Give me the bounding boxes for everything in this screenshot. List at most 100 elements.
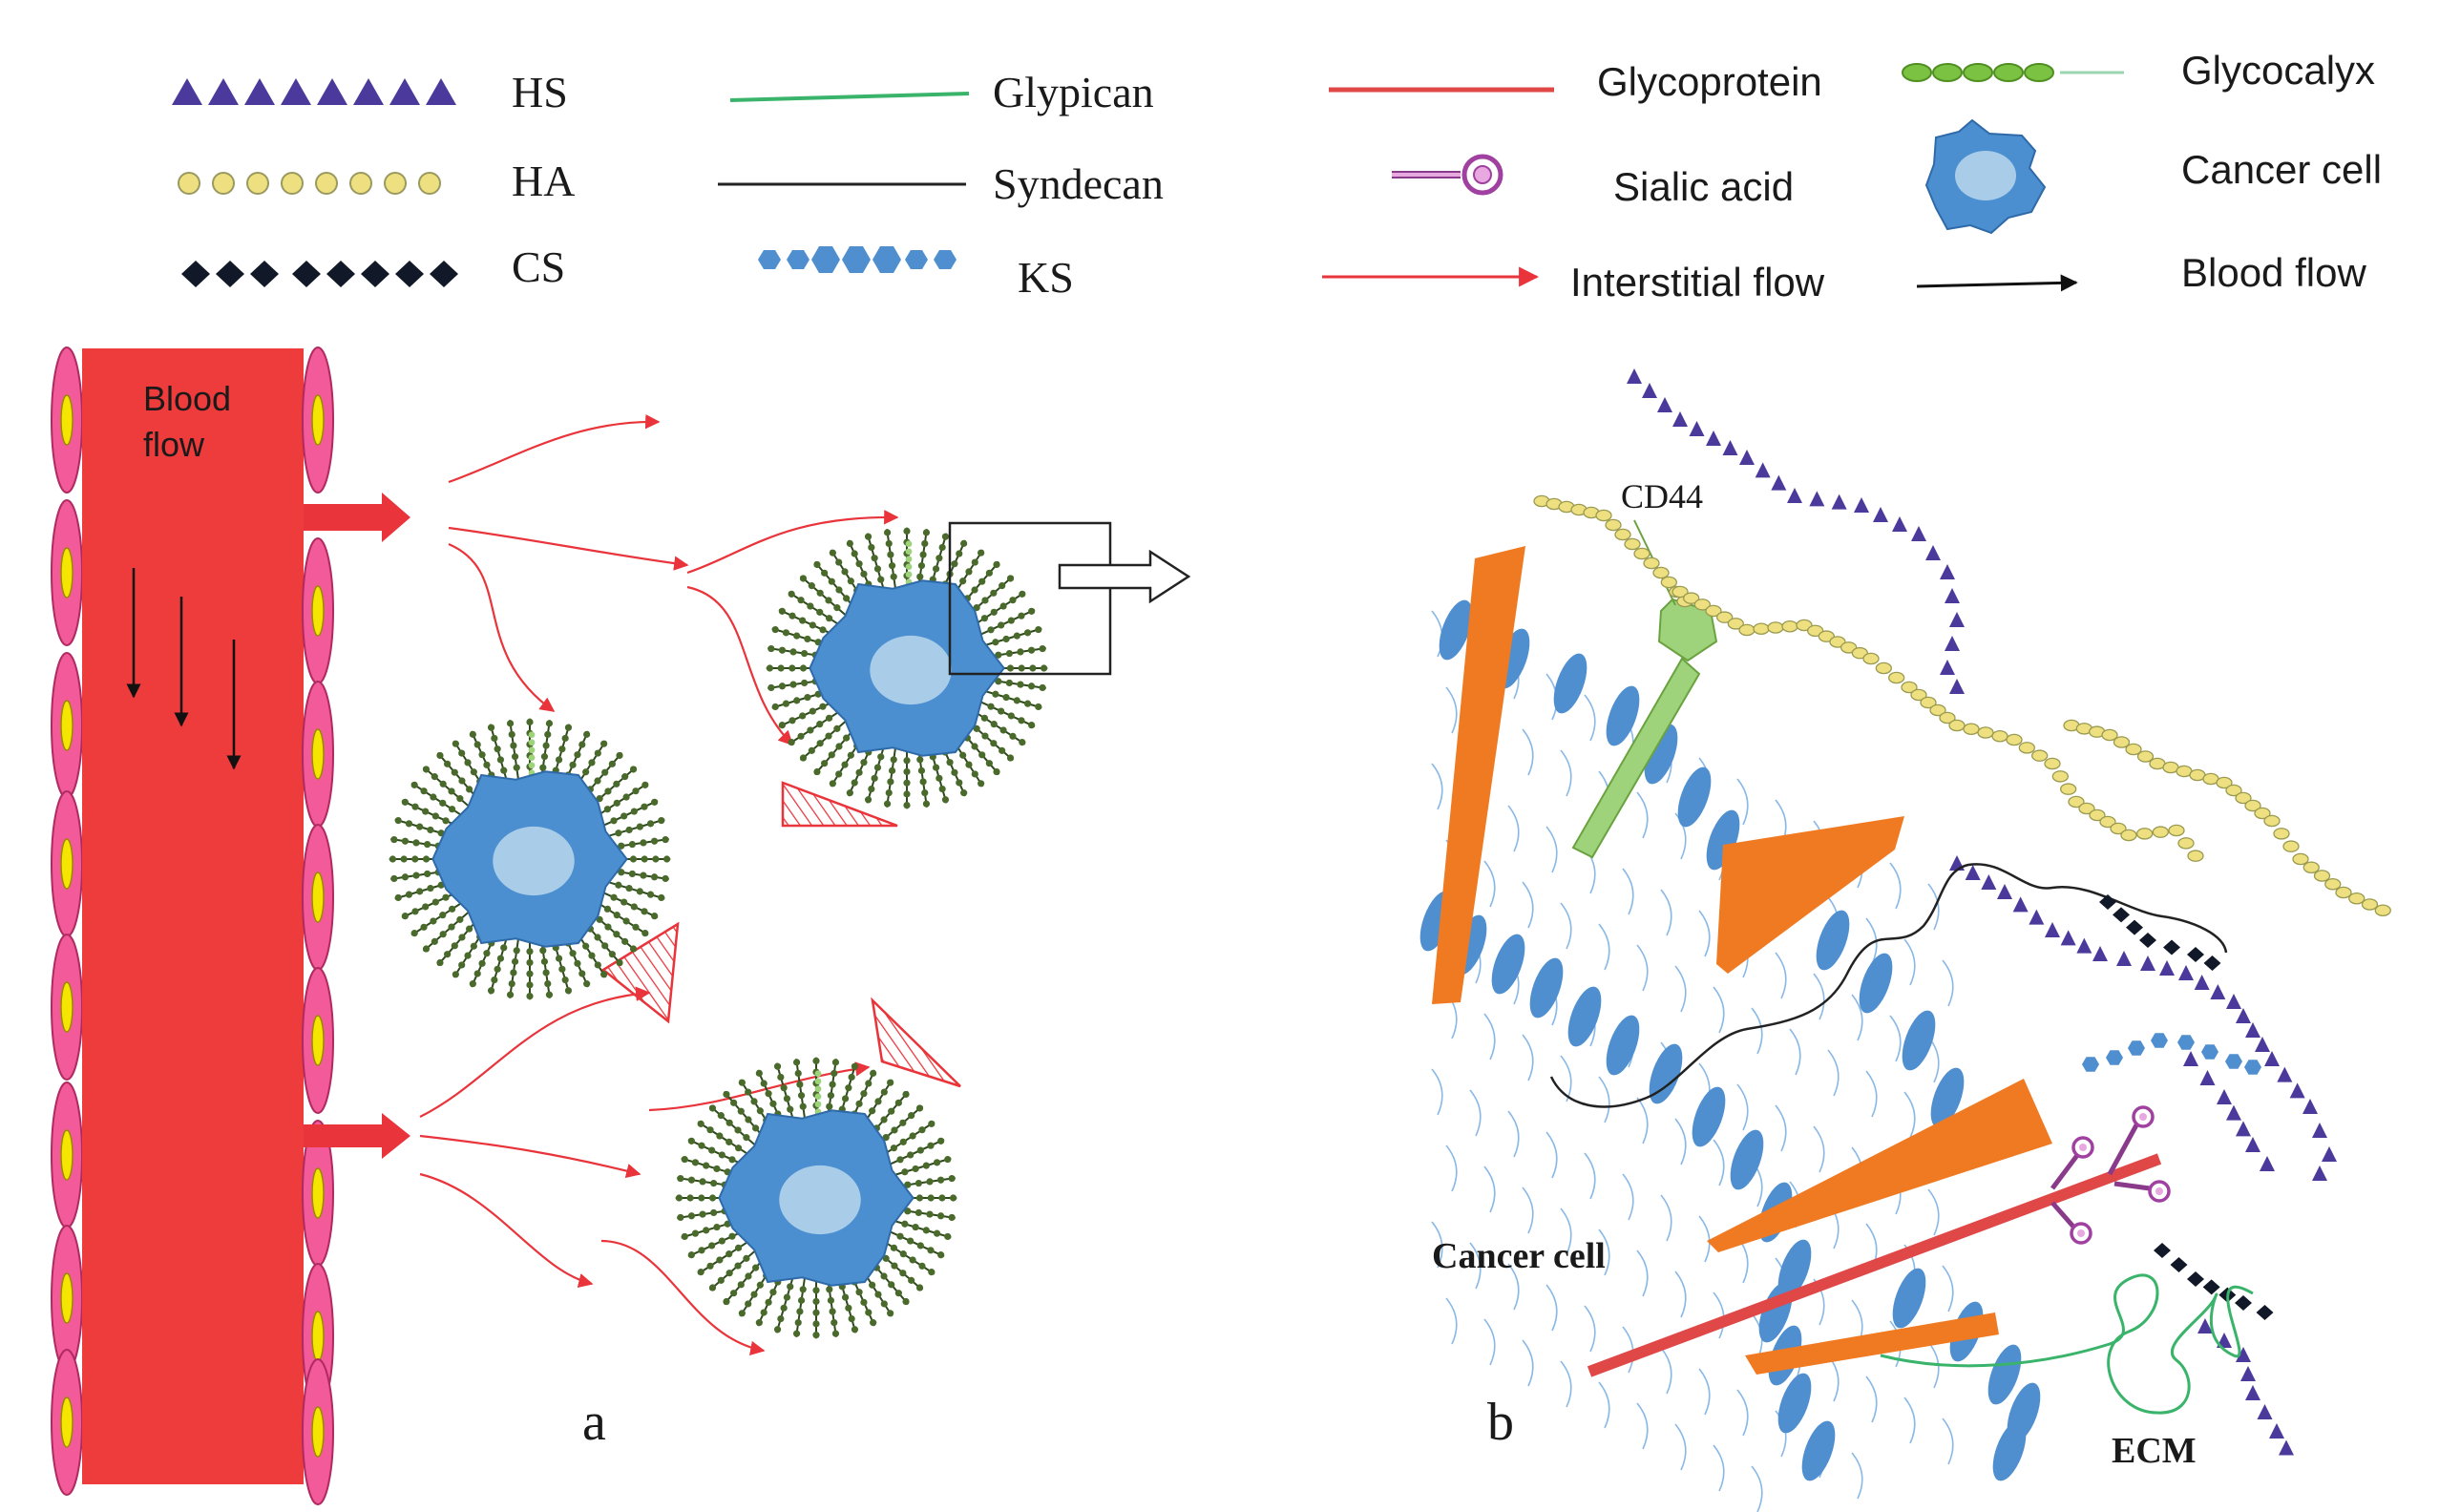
glycocalyx-bead [835,770,843,778]
glycocalyx-bead [956,550,963,557]
glycocalyx-bead [809,621,816,629]
glycocalyx-bead [412,872,420,879]
endothelial-cell-nucleus [311,872,325,923]
glycocalyx-bead [944,1155,952,1164]
glycocalyx-bead [816,589,824,597]
glycocalyx-bead [804,693,811,702]
glycocalyx-bead [901,1168,909,1176]
glycocalyx-bead [992,690,999,698]
glycocalyx-bead [478,959,486,967]
glycocalyx-bead [808,746,815,754]
glycocalyx-bead [697,1120,704,1127]
glycocalyx-bead [885,539,893,548]
glycocalyx-bead [860,1298,868,1306]
glycocalyx-bead [797,1296,806,1304]
glycocalyx-bead [831,1318,838,1327]
glycocalyx-bead [677,1174,684,1183]
glycocalyx-bead [494,746,501,753]
glycocalyx-bead [938,785,946,793]
glycocalyx-bead [439,780,447,788]
ha-bead [1738,623,1756,637]
cs-diamond [2154,1243,2171,1258]
ha-bead [2225,784,2242,797]
glycocalyx-bead [847,751,854,759]
glycocalyx-bead [444,760,452,767]
glycocalyx-bead [555,756,563,764]
glycocalyx-bead [616,958,623,967]
glycocalyx-bead [799,754,808,762]
glycocalyx-bead [819,626,827,634]
glycocalyx-bead [427,826,434,834]
endothelial-cell-nucleus [60,838,74,890]
glycocalyx-bead [582,768,590,776]
glycocalyx-bead [902,1090,910,1099]
glycocalyx-bead [491,976,498,984]
glycocalyx-bead [851,550,858,557]
glycocalyx-bead [448,905,456,913]
glycocalyx-bead [870,1069,877,1077]
glycocalyx-bead [604,788,612,795]
hs-triangle [2279,1439,2294,1456]
glycocalyx-bead [915,1179,922,1187]
blood-vessel [82,348,304,1484]
lipid-tail [1903,1091,1916,1139]
glycocalyx-bead [922,1227,930,1234]
glycocalyx-bead [919,551,927,558]
lipid-tail [1674,965,1687,1013]
glycocalyx-bead [651,913,659,920]
lipid-head [1892,1268,1926,1329]
hs-triangle [2076,937,2092,954]
ha-bead [1796,619,1813,632]
lipid-head [1859,953,1893,1014]
glycocalyx-bead [760,1309,767,1316]
glycocalyx-bead [915,1284,924,1292]
glycocalyx-bead [813,767,821,776]
glycocalyx-bead [511,957,519,965]
glycocalyx-bead [797,1092,806,1100]
lipid-tail [1483,1166,1496,1213]
glycocalyx-bead [725,1119,733,1126]
glycocalyx-bead [708,1242,716,1250]
cs-diamond [2202,1279,2220,1295]
hs-triangle [2217,1333,2232,1348]
glycocalyx-bead [745,1116,752,1124]
glycocalyx-bead [927,1247,935,1254]
glycocalyx-bead [436,751,444,760]
glycocalyx-bead [777,1073,785,1082]
ha-bead [1624,537,1641,551]
glycocalyx-bead [828,578,835,585]
glycocalyx-bead [814,1101,822,1108]
glycocalyx-bead [613,931,620,938]
glycocalyx-bead [882,1134,890,1142]
glycocalyx-bead [658,816,665,825]
glycocalyx-bead [771,703,779,711]
lipid-tail [1483,1318,1496,1366]
glycocalyx-bead [890,1144,898,1152]
glycocalyx-bead [528,746,536,754]
hs-triangle [2092,946,2108,961]
glycocalyx-bead [600,740,608,747]
glycocalyx-bead [583,980,591,988]
endothelium-right [302,346,334,1505]
ks-hexagon [2201,1044,2218,1060]
glycocalyx-bead [801,649,809,658]
lipid-head [1644,724,1678,785]
glycocalyx-bead [544,979,552,988]
glycocalyx-bead [874,1291,882,1298]
glycocalyx-bead [812,1287,820,1294]
hs-triangle [1949,855,1965,871]
lipid-tail [1445,1144,1458,1192]
lipid-tail [1674,1118,1687,1166]
glycocalyx-bead [540,957,549,965]
lipid-tail [1827,1049,1840,1097]
glycocalyx-bead [936,1176,945,1184]
glycocalyx-bead [469,980,476,988]
glycocalyx-bead [528,731,536,739]
glycocalyx-bead [827,1296,835,1304]
glycocalyx-bead [995,651,1002,659]
lipid-tail [1851,994,1863,1041]
ha-bead [2361,898,2379,911]
cancer-cell-label: Cancer cell [1432,1236,1606,1276]
glycocalyx-bead [825,615,833,622]
hs-triangle [2269,1423,2284,1438]
